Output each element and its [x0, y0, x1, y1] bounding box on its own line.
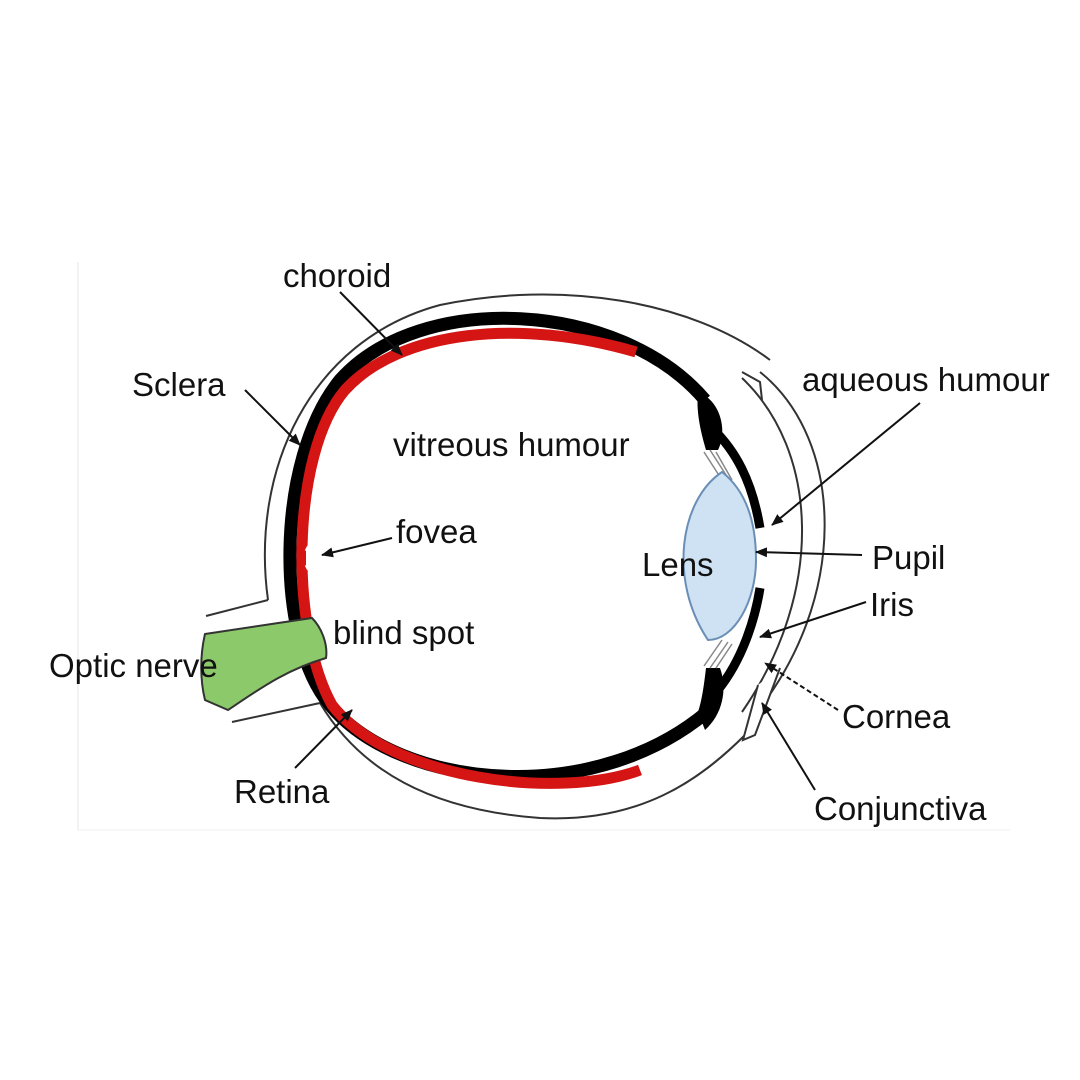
conjunctiva-line: [741, 371, 763, 401]
sclera-arrow: [244, 389, 301, 446]
cornea-inner: [741, 377, 803, 713]
cornea-arrow: [764, 662, 839, 711]
retina-layer: [296, 327, 642, 789]
choroid-arrow: [339, 291, 403, 356]
label-pupil: Pupil: [872, 539, 945, 576]
iris-lower: [714, 587, 765, 693]
label-cornea: Cornea: [842, 698, 951, 735]
label-retina: Retina: [234, 773, 330, 810]
cornea-outer: [751, 371, 826, 719]
label-sclera: Sclera: [132, 366, 226, 403]
label-blind-spot: blind spot: [333, 614, 474, 651]
label-choroid: choroid: [283, 257, 391, 294]
fovea-arrow: [321, 537, 393, 558]
conjunctiva-arrow: [761, 702, 816, 791]
optic-sheath-bottom: [231, 702, 321, 723]
suspensory-ligaments-lower: [703, 639, 733, 669]
retina-arrow: [294, 709, 353, 769]
iris-arrow: [759, 601, 867, 639]
label-lens: Lens: [642, 546, 714, 583]
lens-shape: [682, 470, 758, 642]
label-vitreous-humour: vitreous humour: [393, 426, 630, 463]
fovea-notch: [304, 545, 316, 571]
sclera-outer-bottom: [319, 702, 746, 820]
optic-sheath-top: [205, 599, 269, 617]
pupil-arrow: [755, 547, 863, 558]
optic-nerve-shape: [200, 616, 328, 712]
ciliary-body-lower: [698, 668, 724, 730]
label-optic-nerve: Optic nerve: [49, 647, 218, 684]
aqueous-humour-arrow: [771, 402, 921, 526]
iris-upper: [708, 424, 765, 529]
label-conjunctiva: Conjunctiva: [814, 790, 987, 827]
label-fovea: fovea: [396, 513, 477, 550]
label-aqueous-humour: aqueous humour: [802, 361, 1050, 398]
sclera-outer: [263, 293, 771, 601]
label-iris: Iris: [870, 586, 914, 623]
